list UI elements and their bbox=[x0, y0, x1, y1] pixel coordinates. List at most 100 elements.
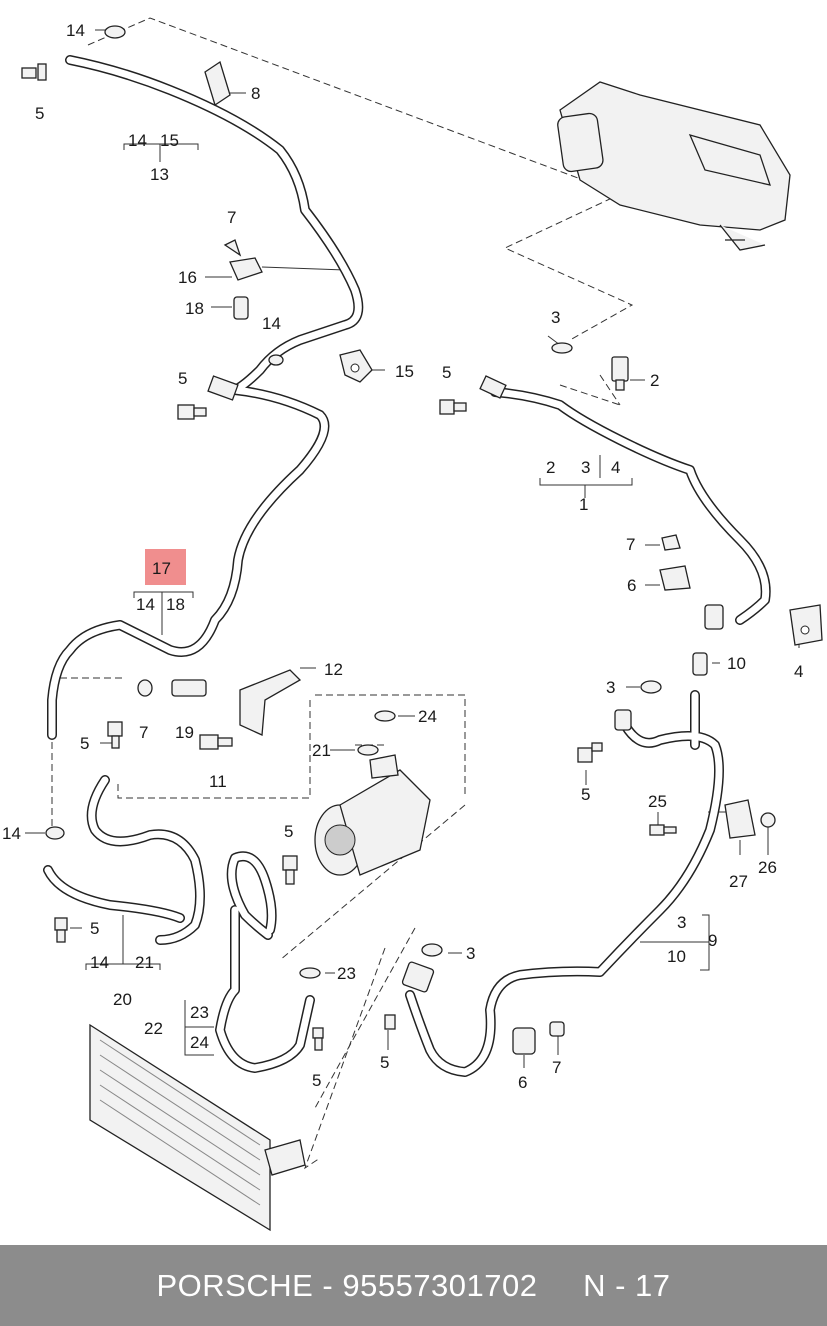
callout-21: 21 bbox=[312, 741, 331, 760]
o-ring-14-top bbox=[104, 25, 126, 39]
callout-5: 5 bbox=[90, 919, 99, 938]
bolt-5-right-mid bbox=[577, 742, 603, 763]
footer-caption-bar: PORSCHE - 95557301702 N - 17 bbox=[0, 1245, 827, 1326]
valve-10 bbox=[692, 652, 708, 676]
callout-10: 10 bbox=[667, 947, 686, 966]
compressor bbox=[314, 754, 431, 876]
hose-17-main bbox=[47, 55, 364, 740]
callout-5: 5 bbox=[380, 1053, 389, 1072]
callout-7: 7 bbox=[552, 1058, 561, 1077]
fitting-1-lower bbox=[704, 604, 724, 630]
o-ring-21 bbox=[357, 744, 379, 756]
callout-2: 2 bbox=[546, 458, 555, 477]
fitting-7-19-12-assembly bbox=[137, 669, 302, 750]
callout-12: 12 bbox=[324, 660, 343, 679]
leader-lines bbox=[25, 29, 800, 1068]
bolt-5-center bbox=[282, 855, 298, 885]
bolt-5-right-top bbox=[439, 399, 467, 415]
callout-17-highlighted: 17 bbox=[152, 559, 171, 578]
clamp-6-right bbox=[659, 565, 691, 591]
callout-23: 23 bbox=[190, 1003, 209, 1022]
callout-3: 3 bbox=[606, 678, 615, 697]
callout-24: 24 bbox=[190, 1033, 209, 1052]
bolt-5-left-bottom bbox=[54, 917, 68, 943]
bolt-5-bottom bbox=[384, 1014, 396, 1030]
callout-5: 5 bbox=[178, 369, 187, 388]
callout-27: 27 bbox=[729, 872, 748, 891]
o-ring-23 bbox=[299, 967, 321, 979]
nut-7-bottom bbox=[549, 1021, 565, 1037]
callout-26: 26 bbox=[758, 858, 777, 877]
callout-23: 23 bbox=[337, 964, 356, 983]
bolt-5-top-left bbox=[21, 63, 47, 81]
callout-7: 7 bbox=[626, 535, 635, 554]
callout-1: 1 bbox=[579, 495, 588, 514]
callout-7: 7 bbox=[139, 723, 148, 742]
seal-plate-15 bbox=[339, 349, 373, 383]
callout-14: 14 bbox=[128, 131, 147, 150]
callout-19: 19 bbox=[175, 723, 194, 742]
callout-labels: 14 5 8 14 15 13 7 16 18 14 15 5 17 14 18… bbox=[2, 21, 803, 1092]
callout-16: 16 bbox=[178, 268, 197, 287]
fitting-9-lower bbox=[401, 961, 435, 993]
callout-11: 11 bbox=[209, 772, 227, 791]
callout-14: 14 bbox=[90, 953, 109, 972]
callout-4: 4 bbox=[611, 458, 620, 477]
pressure-sensor-2 bbox=[611, 356, 629, 391]
nut-26 bbox=[760, 812, 776, 828]
callout-14: 14 bbox=[66, 21, 85, 40]
callout-5: 5 bbox=[581, 785, 590, 804]
callout-2: 2 bbox=[650, 371, 659, 390]
callout-5: 5 bbox=[80, 734, 89, 753]
clamp-6-bottom bbox=[512, 1027, 536, 1055]
callout-10: 10 bbox=[727, 654, 746, 673]
bracket-16 bbox=[223, 239, 263, 281]
callout-22: 22 bbox=[144, 1019, 163, 1038]
callout-18: 18 bbox=[185, 299, 204, 318]
callout-5: 5 bbox=[442, 363, 451, 382]
callout-3: 3 bbox=[581, 458, 590, 477]
callout-3: 3 bbox=[466, 944, 475, 963]
bolt-5-mid-left bbox=[177, 404, 207, 420]
hose-9 bbox=[405, 690, 724, 1077]
callout-6: 6 bbox=[627, 576, 636, 595]
hose-20 bbox=[43, 775, 205, 945]
screw-25 bbox=[649, 824, 677, 836]
callout-15: 15 bbox=[160, 131, 179, 150]
heater-box-unit bbox=[557, 81, 791, 251]
bolt-5-left-mid bbox=[107, 721, 123, 749]
part-number-caption: PORSCHE - 95557301702 N - 17 bbox=[156, 1267, 671, 1303]
callout-18: 18 bbox=[166, 595, 185, 614]
callout-14: 14 bbox=[2, 824, 21, 843]
bolt-5-lower-center bbox=[312, 1027, 324, 1051]
fitting-9-upper bbox=[614, 709, 632, 731]
o-ring-3-right bbox=[640, 680, 662, 694]
fitting-1-end bbox=[479, 375, 507, 399]
clip-8 bbox=[204, 60, 231, 107]
clamp-27 bbox=[724, 799, 756, 839]
o-ring-14-left bbox=[45, 826, 65, 840]
clip-7-right bbox=[661, 534, 681, 551]
hose-22 bbox=[215, 851, 315, 1073]
callout-8: 8 bbox=[251, 84, 260, 103]
callout-7: 7 bbox=[227, 208, 236, 227]
callout-5: 5 bbox=[284, 822, 293, 841]
callout-5: 5 bbox=[35, 104, 44, 123]
callout-4: 4 bbox=[794, 662, 803, 681]
callout-14: 14 bbox=[262, 314, 281, 333]
bracket-4 bbox=[789, 604, 823, 646]
o-ring-24 bbox=[374, 710, 396, 722]
callout-3: 3 bbox=[677, 913, 686, 932]
callout-15: 15 bbox=[395, 362, 414, 381]
callout-14: 14 bbox=[136, 595, 155, 614]
callout-3: 3 bbox=[551, 308, 560, 327]
callout-21: 21 bbox=[135, 953, 154, 972]
callout-25: 25 bbox=[648, 792, 667, 811]
o-ring-14-mid bbox=[268, 354, 284, 366]
o-ring-3-top bbox=[551, 342, 573, 354]
callout-24: 24 bbox=[418, 707, 437, 726]
callout-9: 9 bbox=[708, 931, 717, 950]
fitting-block-mid bbox=[207, 375, 239, 401]
highlight-box-17 bbox=[145, 549, 186, 585]
callout-13: 13 bbox=[150, 165, 169, 184]
